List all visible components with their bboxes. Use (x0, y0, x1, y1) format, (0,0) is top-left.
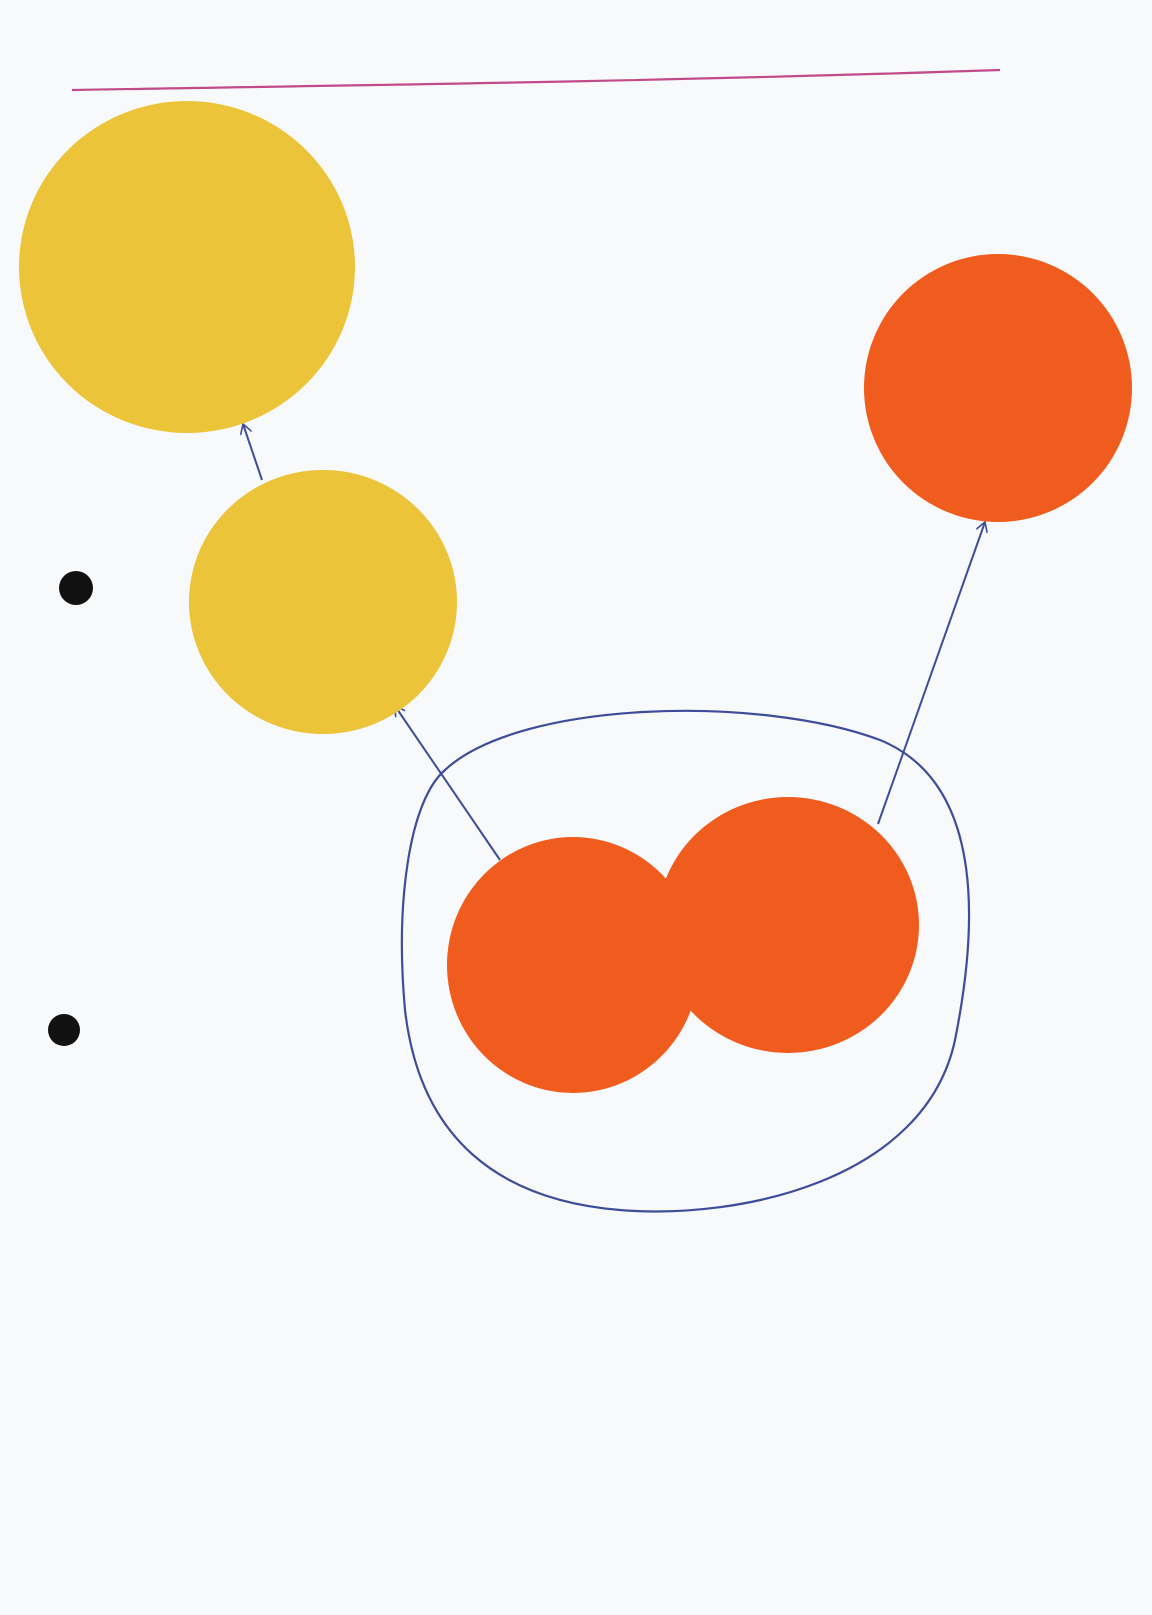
arrow-center-right-to-top-right (877, 522, 985, 825)
arrow-center-left-to-mid-yellow (395, 706, 501, 861)
arrow-mid-yellow-to-top-yellow (243, 424, 263, 481)
node-center-left-orange (447, 837, 699, 1093)
node-top-right-orange (864, 254, 1132, 522)
node-center-right-orange (657, 797, 919, 1053)
hole-punch-top (59, 571, 93, 605)
hole-punch-bottom (48, 1014, 80, 1046)
title-underline (71, 68, 1001, 92)
node-top-yellow (19, 101, 355, 433)
node-mid-yellow (189, 470, 457, 734)
group-outline (400, 709, 971, 1213)
